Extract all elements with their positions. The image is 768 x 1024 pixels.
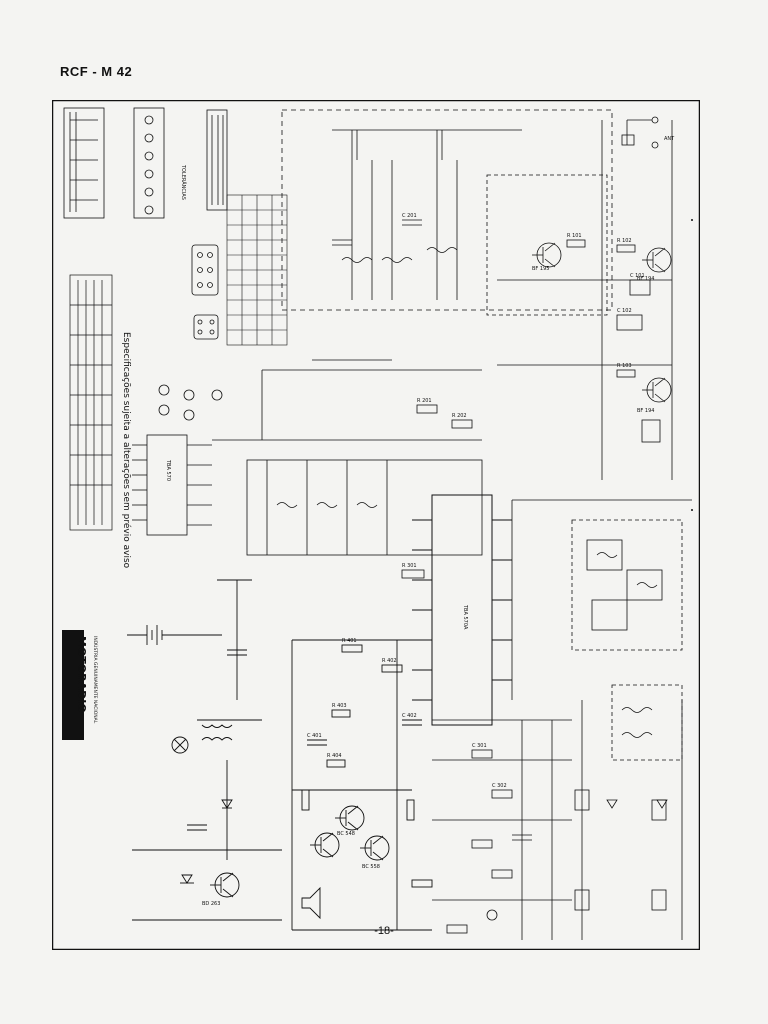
resistor-label: R 103 — [617, 363, 632, 369]
page-title: RCF - M 42 — [60, 64, 133, 79]
transistor-label: BF 195 — [532, 266, 549, 272]
ic-main-label: TBA 570A — [462, 604, 468, 630]
fm-detector — [511, 499, 692, 940]
resistor-label: R 403 — [332, 703, 347, 709]
antenna-label: ANT — [664, 136, 675, 142]
svg-text:Especificações sujeita a alter: Especificações sujeita a alterações sem … — [121, 332, 132, 569]
resistor-label: R 202 — [452, 413, 467, 419]
ic-main-block — [412, 494, 512, 726]
svg-text:TBA 570A: TBA 570A — [462, 604, 468, 630]
transistor-label: BF 194 — [637, 276, 654, 282]
ic-audio-block — [132, 434, 212, 536]
specs-note: Especificações sujeita a alterações sem … — [121, 332, 132, 569]
resistor-label: R 402 — [382, 658, 397, 664]
resistor-label: R 404 — [327, 753, 342, 759]
transistor-label: BC 548 — [337, 831, 355, 837]
capacitor-label: C 201 — [402, 213, 417, 219]
legend-title: TOLERÂNCIAS — [180, 164, 187, 200]
brand-logo: MOTORADIO INDÚSTRIA GENUINAMENTE NACIONA… — [62, 630, 99, 740]
oscillator-section — [497, 116, 673, 480]
page-number: -18- — [374, 925, 394, 937]
resistor-label: R 101 — [567, 233, 582, 239]
svg-text:TBA 570: TBA 570 — [165, 459, 171, 481]
rf-frontend — [281, 109, 613, 316]
capacitor-label: C 302 — [492, 783, 507, 789]
ic-audio-label: TBA 570 — [165, 459, 171, 481]
coil-diagrams — [191, 244, 219, 340]
pinout-legend — [158, 384, 223, 421]
capacitor-label: C 102 — [617, 308, 632, 314]
resistor-label: R 102 — [617, 238, 632, 244]
svg-text:MOTORADIO: MOTORADIO — [75, 636, 88, 713]
schematic-sheet: TOLERÂNCIAS — [52, 100, 700, 950]
audio-amplifier — [291, 639, 433, 931]
legend-panel — [63, 107, 228, 219]
capacitor-label: C 401 — [307, 733, 322, 739]
resistor-label: R 401 — [342, 638, 357, 644]
alignment-table — [226, 194, 288, 346]
transistor-label: BF 194 — [637, 408, 654, 414]
coil-wiring-list — [69, 274, 113, 531]
schematic-border — [52, 100, 700, 950]
edge-marks — [691, 219, 693, 511]
transistor-label: BC 558 — [362, 864, 380, 870]
resistor-label: R 301 — [402, 563, 417, 569]
transistor-label: BD 263 — [202, 901, 220, 907]
svg-text:INDÚSTRIA GENUINAMENTE NACIONA: INDÚSTRIA GENUINAMENTE NACIONAL — [92, 636, 99, 724]
svg-text:TOLERÂNCIAS: TOLERÂNCIAS — [180, 164, 187, 200]
capacitor-label: C 301 — [472, 743, 487, 749]
power-supply — [127, 579, 282, 921]
capacitor-label: C 101 — [630, 273, 645, 279]
lower-network — [432, 719, 572, 940]
if-section — [212, 359, 483, 579]
component-labels: BF 195 BF 194 BF 194 BC 548 BC 558 BD 26… — [202, 213, 654, 907]
capacitor-label: C 402 — [402, 713, 417, 719]
resistor-label: R 201 — [417, 398, 432, 404]
